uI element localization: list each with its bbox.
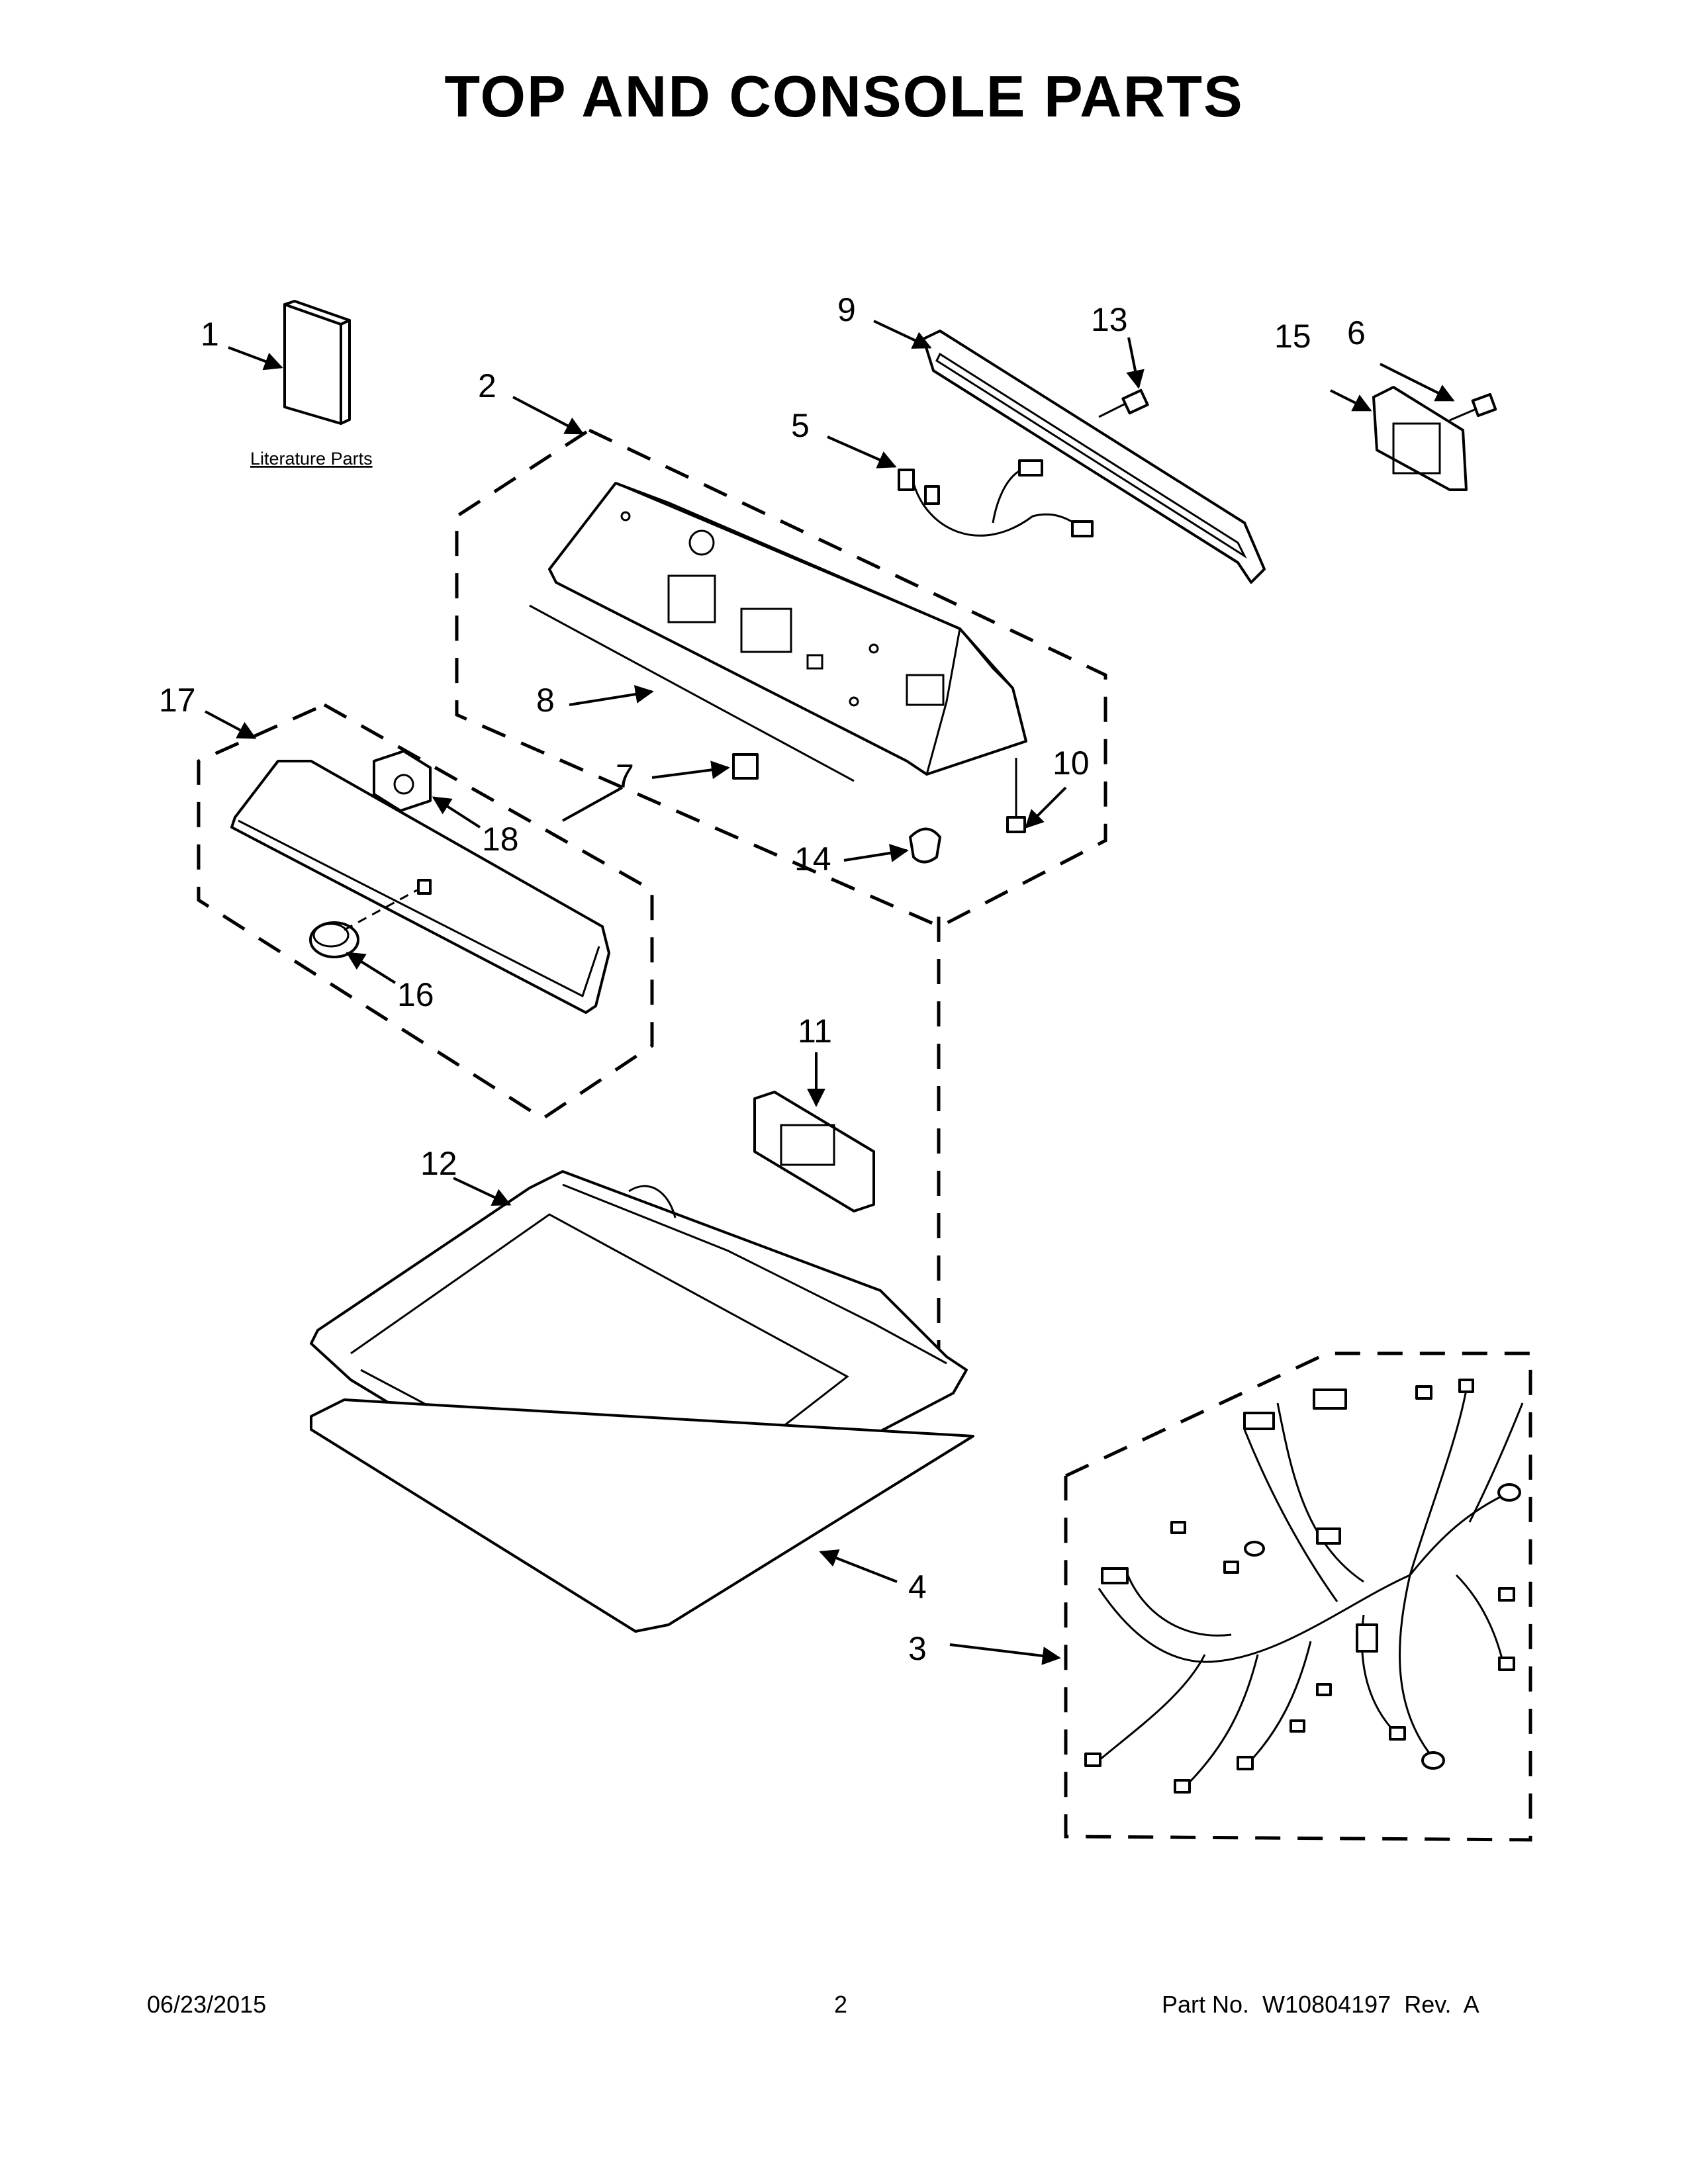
console-wire-harness <box>898 459 1094 537</box>
callout-13: 13 <box>1091 301 1128 338</box>
footer-page-number: 2 <box>834 1991 848 2018</box>
callout-14: 14 <box>794 841 831 878</box>
callout-10: 10 <box>1053 745 1090 782</box>
callout-8: 8 <box>536 682 555 719</box>
callout-6: 6 <box>1347 314 1366 351</box>
console-bracket-frame <box>922 330 1266 584</box>
literature-parts-book: Literature Parts <box>250 300 373 469</box>
callout-labels: 1 2 3 4 5 6 7 8 9 10 11 12 13 14 15 16 1… <box>159 291 1366 1667</box>
console-panel <box>548 482 1027 776</box>
console-group-outline <box>455 428 1107 929</box>
callout-arrows <box>205 320 1455 1665</box>
callout-1: 1 <box>201 316 219 353</box>
callout-11: 11 <box>798 1013 832 1050</box>
callout-18: 18 <box>482 821 519 858</box>
console-screw <box>1006 758 1026 833</box>
callout-9: 9 <box>837 291 856 328</box>
ui-board-bracket <box>1372 386 1468 491</box>
callout-5: 5 <box>791 407 810 444</box>
callout-2: 2 <box>478 367 496 404</box>
console-trim-strip <box>529 604 855 782</box>
wire-clip <box>909 827 941 864</box>
callout-17: 17 <box>159 682 196 719</box>
bracket-screw <box>1098 388 1149 418</box>
callout-4: 4 <box>908 1569 927 1606</box>
callout-16: 16 <box>397 976 434 1013</box>
callout-7: 7 <box>616 758 634 795</box>
callout-12: 12 <box>420 1145 457 1182</box>
board-screw <box>1449 392 1497 422</box>
control-knob <box>309 879 432 958</box>
footer-part-number: Part No. W10804197 Rev. A <box>1162 1991 1479 2018</box>
top-pad <box>310 1398 974 1633</box>
callout-15: 15 <box>1274 318 1311 355</box>
main-wire-harness <box>1084 1379 1524 1794</box>
console-clip <box>732 753 759 780</box>
control-panel-group-outline <box>197 703 654 1120</box>
cycle-switch <box>373 750 432 812</box>
footer-date: 06/23/2015 <box>147 1991 267 2018</box>
main-control-board <box>753 1091 875 1212</box>
page-title: TOP AND CONSOLE PARTS <box>444 64 1244 129</box>
callout-3: 3 <box>908 1630 927 1667</box>
literature-parts-label: Literature Parts <box>250 449 373 469</box>
wire-harness-group-outline <box>1064 1351 1532 1842</box>
